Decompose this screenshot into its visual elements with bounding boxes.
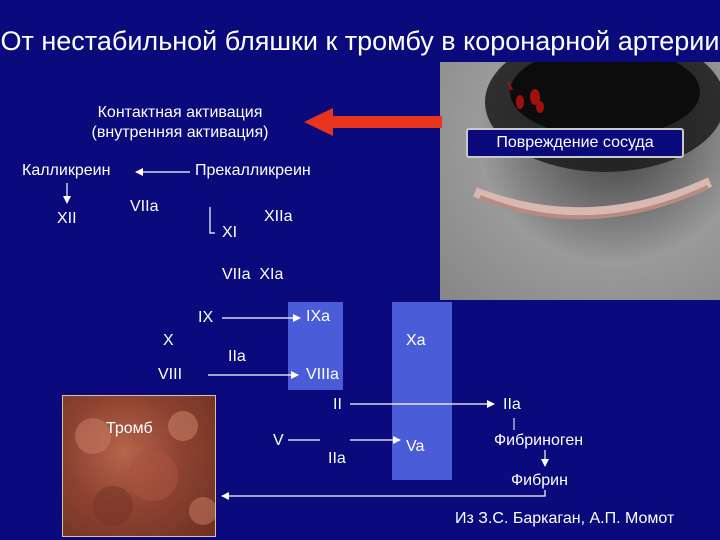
prekallikrein-label: Прекалликреин: [195, 162, 311, 179]
fibrin-label: Фибрин: [511, 472, 568, 489]
factor-viia-xia-label: VIIa XIa: [222, 266, 284, 283]
factor-iia-label-2: IIa: [503, 396, 521, 413]
factor-xa-label: Xa: [406, 332, 426, 349]
contact-activation-label: Контактная активация (внутренняя активац…: [91, 104, 269, 141]
factor-viii-label: VIII: [158, 366, 183, 383]
page-title-text: От нестабильной бляшки к тромбу в корона…: [0, 26, 720, 56]
vessel-image: [440, 62, 720, 300]
factor-iia-label-1: IIa: [228, 348, 246, 365]
red-arrow: [304, 108, 442, 136]
source-citation: Из З.С. Баркаган, А.П. Момот: [455, 510, 675, 527]
kallikrein-label: Калликреин: [22, 162, 111, 179]
blue-column-right: [392, 302, 452, 480]
vessel-illustration: [473, 62, 720, 220]
factor-ixa-label: IXa: [306, 308, 331, 325]
fibrinogen-label: Фибриноген: [494, 432, 584, 449]
thrombus-label: Тромб: [106, 420, 153, 437]
factor-ix-label: IX: [198, 309, 214, 326]
factor-xi-label: XI: [222, 224, 238, 241]
thrombus-image: [62, 395, 216, 537]
vessel-damage-label: Повреждение сосуда: [466, 128, 684, 158]
factor-ii-label: II: [333, 396, 342, 413]
factor-iia-label-3: IIa: [328, 450, 346, 467]
thrombus-texture: [75, 411, 215, 526]
factor-viiia-label: VIIIa: [306, 366, 339, 383]
vessel-damage-text: Повреждение сосуда: [496, 134, 654, 151]
factor-v-label: V: [273, 432, 284, 449]
page-title: От нестабильной бляшки к тромбу в корона…: [0, 26, 720, 57]
factor-xiia-label: XIIa: [264, 208, 293, 225]
factor-viia-label: VIIa: [130, 198, 159, 215]
factor-xii-label: XII: [57, 210, 77, 227]
factor-x-label: X: [163, 332, 174, 349]
factor-va-label: Va: [406, 438, 425, 455]
